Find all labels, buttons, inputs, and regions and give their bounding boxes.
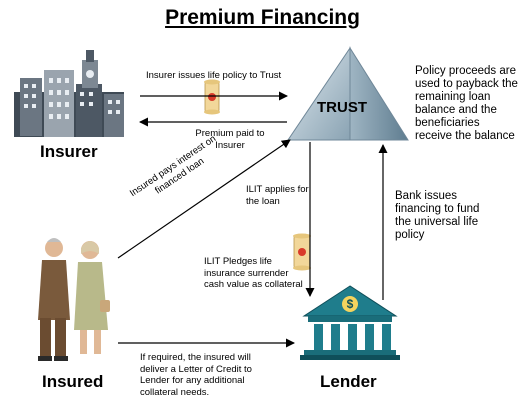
bank-issues-label: Bank issues financing to fund the univer… <box>395 190 480 241</box>
collateral-scroll-icon <box>293 233 311 271</box>
insurer-label: Insurer <box>40 142 98 161</box>
trust-label: TRUST <box>317 99 367 116</box>
trust-pyramid-icon <box>287 46 409 141</box>
diagram-title: Premium Financing <box>165 6 360 29</box>
insurer-issues-label: Insurer issues life policy to Trust <box>146 70 282 81</box>
insurer-building-icon <box>14 50 124 137</box>
lender-bank-icon: $ <box>300 285 400 360</box>
policy-proceeds-label: Policy proceeds are used to payback the … <box>415 65 518 142</box>
letter-of-credit-label: If required, the insured will deliver a … <box>140 352 252 398</box>
lender-label: Lender <box>320 372 377 391</box>
ilit-applies-label: ILIT applies for the loan <box>246 184 309 207</box>
ilit-pledges-label: ILIT Pledges life insurance surrender ca… <box>204 256 303 290</box>
premium-paid-label: Premium paid to Insurer <box>195 128 265 151</box>
svg-text:$: $ <box>347 297 354 311</box>
policy-scroll-icon <box>204 79 220 115</box>
arrow-insured-to-trust <box>117 139 291 259</box>
insured-label: Insured <box>42 372 104 391</box>
insured-couple-icon <box>38 238 110 361</box>
